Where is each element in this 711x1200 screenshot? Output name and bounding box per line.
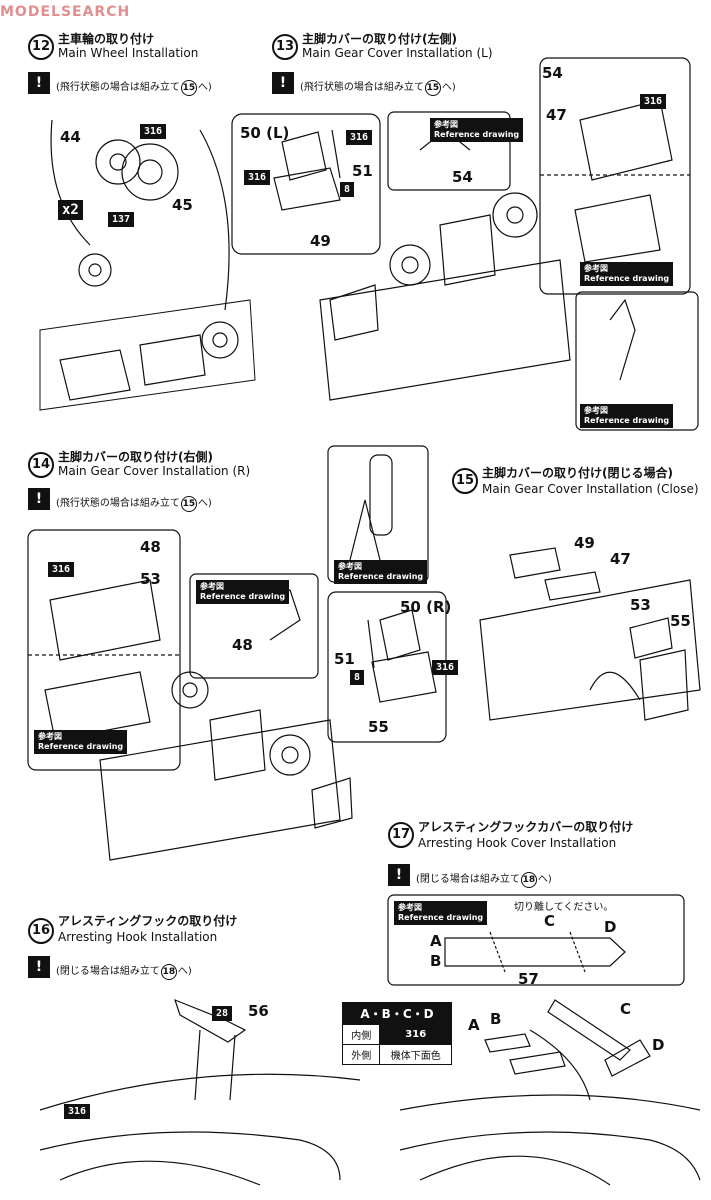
step-12-title-en: Main Wheel Installation (58, 46, 199, 60)
step-15-title-jp: 主脚カバーの取り付け(閉じる場合) (482, 466, 673, 480)
table-row: 内側 316 (341, 1024, 452, 1045)
part-50-r: 50 (R) (400, 598, 452, 616)
step-13-title-jp: 主脚カバーの取り付け(左側) (302, 32, 457, 46)
step-16-title-jp: アレスティングフックの取り付け (58, 914, 238, 928)
part-47: 47 (610, 550, 631, 568)
letter-c: C (620, 1000, 632, 1018)
part-48: 48 (232, 636, 253, 654)
part-49: 49 (310, 232, 331, 250)
step-15-title-en: Main Gear Cover Installation (Close) (482, 482, 699, 496)
part-47: 47 (546, 106, 567, 124)
part-56: 56 (248, 1002, 269, 1020)
part-51: 51 (352, 162, 373, 180)
letter-d: D (604, 918, 617, 936)
paint-28: 28 (212, 1006, 233, 1021)
paint-316: 316 (48, 562, 75, 577)
paint-8: 8 (340, 182, 355, 197)
part-45: 45 (172, 196, 193, 214)
paint-table-label: 外側 (341, 1044, 381, 1065)
step-14-title-en: Main Gear Cover Installation (R) (58, 464, 251, 478)
paint-316: 316 (140, 124, 167, 139)
step-14-number: 14 (28, 452, 54, 478)
step-13-title-en: Main Gear Cover Installation (L) (302, 46, 493, 60)
paint-137: 137 (108, 212, 135, 227)
part-53: 53 (140, 570, 161, 588)
step-17-title-jp: アレスティングフックカバーの取り付け (418, 820, 634, 834)
paint-table-value: 316 (379, 1024, 452, 1045)
paint-316: 316 (244, 170, 271, 185)
letter-b: B (490, 1010, 502, 1028)
cut-instruction: 切り離してください。 (514, 902, 614, 913)
paint-8: 8 (350, 670, 365, 685)
part-54: 54 (542, 64, 563, 82)
part-54: 54 (452, 168, 473, 186)
step-17-number: 17 (388, 822, 414, 848)
watermark-logo: MODELSEARCH (0, 4, 131, 20)
step-13-number: 13 (272, 34, 298, 60)
step-14-title-jp: 主脚カバーの取り付け(右側) (58, 450, 213, 464)
step-16-title-en: Arresting Hook Installation (58, 930, 218, 944)
letter-b: B (430, 952, 442, 970)
part-44: 44 (60, 128, 81, 146)
paint-316: 316 (346, 130, 373, 145)
part-51: 51 (334, 650, 355, 668)
part-48: 48 (140, 538, 161, 556)
glue-icon: ! (388, 864, 410, 886)
part-50-l: 50 (L) (240, 124, 290, 142)
paint-316: 316 (64, 1104, 91, 1119)
table-row: 外側 機体下面色 (341, 1044, 452, 1065)
step-16-number: 16 (28, 918, 54, 944)
paint-table-label: 内側 (341, 1024, 381, 1045)
part-49: 49 (574, 534, 595, 552)
part-55: 55 (368, 718, 389, 736)
glue-icon: ! (28, 72, 50, 94)
letter-d: D (652, 1036, 665, 1054)
paint-316: 316 (432, 660, 459, 675)
step-12-title-jp: 主車輪の取り付け (58, 32, 155, 46)
step-12-number: 12 (28, 34, 54, 60)
multiplier-badge: x2 (58, 200, 83, 220)
glue-icon: ! (28, 488, 50, 510)
paint-316: 316 (640, 94, 667, 109)
step-17-title-en: Arresting Hook Cover Installation (418, 836, 617, 850)
letter-c: C (544, 912, 556, 930)
part-53: 53 (630, 596, 651, 614)
glue-icon: ! (28, 956, 50, 978)
paint-table-header: A・B・C・D (342, 1002, 452, 1025)
letter-a: A (430, 932, 442, 950)
letter-a: A (468, 1016, 480, 1034)
paint-table-value: 機体下面色 (379, 1044, 452, 1065)
glue-icon: ! (272, 72, 294, 94)
part-55: 55 (670, 612, 691, 630)
part-57: 57 (518, 970, 539, 988)
paint-table: A・B・C・D 内側 316 外側 機体下面色 (341, 1002, 452, 1065)
step-15-number: 15 (452, 468, 478, 494)
